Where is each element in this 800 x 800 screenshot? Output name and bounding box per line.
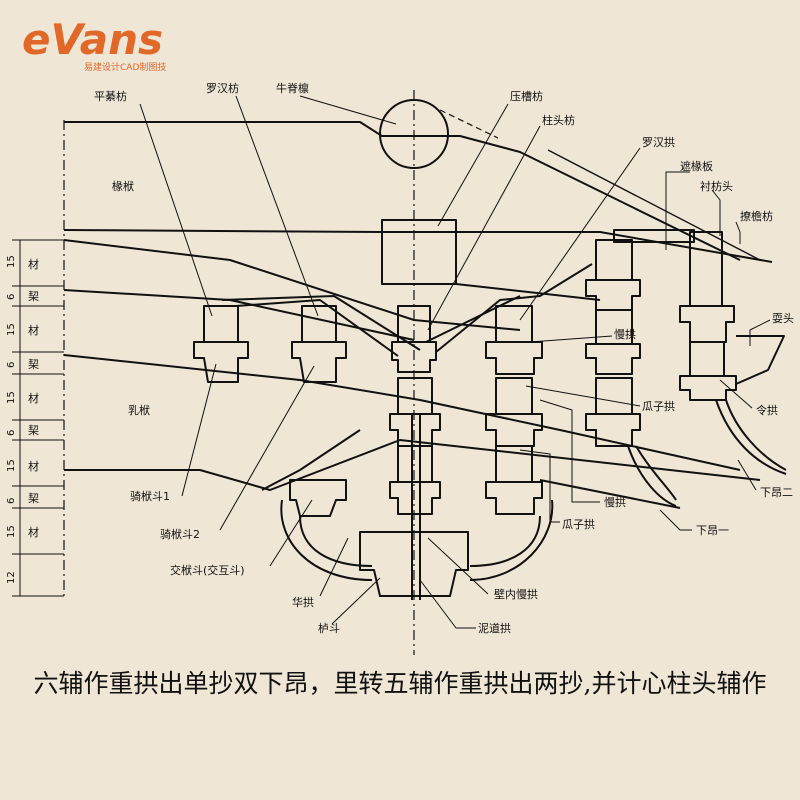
svg-text:15: 15 [6, 459, 17, 472]
xiaang-er-curve [725, 399, 787, 471]
label-xiaang-er: 下昂二 [760, 486, 793, 499]
svg-text:材: 材 [28, 257, 39, 271]
rafter-line [547, 149, 761, 261]
roof-dash-line [439, 109, 499, 139]
rafter-top [64, 121, 741, 261]
svg-text:15: 15 [6, 525, 17, 538]
label-liaoyanfang: 撩檐枋 [740, 209, 773, 223]
label-guazigong-upper: 瓜子拱 [642, 399, 675, 413]
label-zheyuanban: 遮椽板 [680, 159, 713, 173]
label-luohanfang-right: 罗汉拱 [642, 135, 675, 149]
svg-text:12: 12 [6, 571, 17, 584]
svg-text:6: 6 [6, 430, 17, 436]
svg-text:15: 15 [6, 255, 17, 268]
beam-line-1 [63, 239, 521, 331]
svg-text:材: 材 [28, 391, 39, 405]
svg-text:栔: 栔 [28, 290, 39, 303]
beam-line-4 [64, 439, 761, 491]
svg-text:材: 材 [28, 323, 39, 337]
label-rufu: 乳栿 [128, 403, 150, 417]
label-zhutoufang: 柱头枋 [542, 113, 575, 127]
diagonal-strut-right [435, 263, 593, 353]
svg-text:6: 6 [6, 362, 17, 368]
label-huagong: 华拱 [292, 595, 314, 609]
label-jiaofudou: 交栿斗(交互斗) [170, 563, 245, 577]
diagram-caption: 六辅作重拱出单抄双下昂，里转五辅作重拱出两抄,并计心柱头辅作 [33, 669, 767, 698]
svg-text:材: 材 [28, 525, 39, 539]
svg-text:栔: 栔 [28, 424, 39, 437]
scale-labels: 15 材 6 栔 15 材 6 栔 15 材 6 栔 15 材 6 栔 15 材… [6, 255, 39, 584]
svg-text:材: 材 [28, 459, 39, 473]
logo-subtitle: 易建设计CAD制图技 [84, 61, 166, 73]
svg-text:栔: 栔 [28, 358, 39, 371]
component-labels: 平綦枋 罗汉枋 牛脊檩 压槽枋 柱头枋 罗汉拱 遮椽板 衬枋头 撩檐枋 椽栿 乳… [94, 81, 794, 635]
label-bineimangong: 壁内慢拱 [494, 587, 538, 601]
ludou-block [359, 531, 469, 597]
right-bracket-a [485, 305, 543, 515]
svg-text:栔: 栔 [28, 492, 39, 505]
svg-text:6: 6 [6, 498, 17, 504]
shuatou-block [735, 335, 785, 385]
label-luohanfang-left: 罗汉枋 [206, 81, 239, 95]
label-pingqifang: 平綦枋 [94, 89, 127, 103]
chenfangtou-block [613, 229, 695, 243]
central-stack [389, 305, 441, 600]
evans-logo: eVans 易建设计CAD制图技 [22, 15, 166, 73]
left-bracket-1 [193, 305, 249, 383]
label-mangong-lower: 慢拱 [604, 495, 626, 509]
beam-line-3 [63, 354, 741, 471]
xiaang-yi-curve [635, 445, 677, 501]
label-yacaofang: 压槽枋 [510, 89, 543, 103]
label-nidaogong: 泥道拱 [478, 621, 511, 635]
logo-text: eVans [22, 15, 163, 64]
right-bracket-b [585, 239, 641, 447]
svg-text:15: 15 [6, 391, 17, 404]
svg-text:15: 15 [6, 323, 17, 336]
beam-line-5 [261, 429, 361, 491]
leader-lines [139, 95, 771, 629]
label-guazigong-lower: 瓜子拱 [562, 517, 595, 531]
label-qifudou-1: 骑栿斗1 [130, 489, 170, 503]
yacaofang-block [381, 219, 457, 285]
label-qifudou-2: 骑栿斗2 [160, 527, 200, 541]
outer-bracket [679, 231, 737, 401]
svg-text:6: 6 [6, 294, 17, 300]
label-chuanfu: 椽栿 [112, 179, 134, 193]
scale-bar [12, 239, 64, 597]
label-xiaang-yi: 下昂一 [696, 524, 729, 537]
jiaofudou-block [289, 479, 347, 517]
label-mangong: 慢拱 [614, 327, 636, 341]
huagong-curve [299, 515, 373, 567]
left-bracket-2 [291, 305, 347, 383]
label-ludou: 栌斗 [318, 621, 340, 635]
label-shuatou: 耍头 [772, 312, 794, 325]
diagonal-strut-left [221, 295, 421, 351]
label-niujilin: 牛脊檩 [276, 81, 309, 95]
label-linggong: 令拱 [756, 403, 778, 417]
label-chenfangtou: 衬枋头 [700, 179, 733, 193]
